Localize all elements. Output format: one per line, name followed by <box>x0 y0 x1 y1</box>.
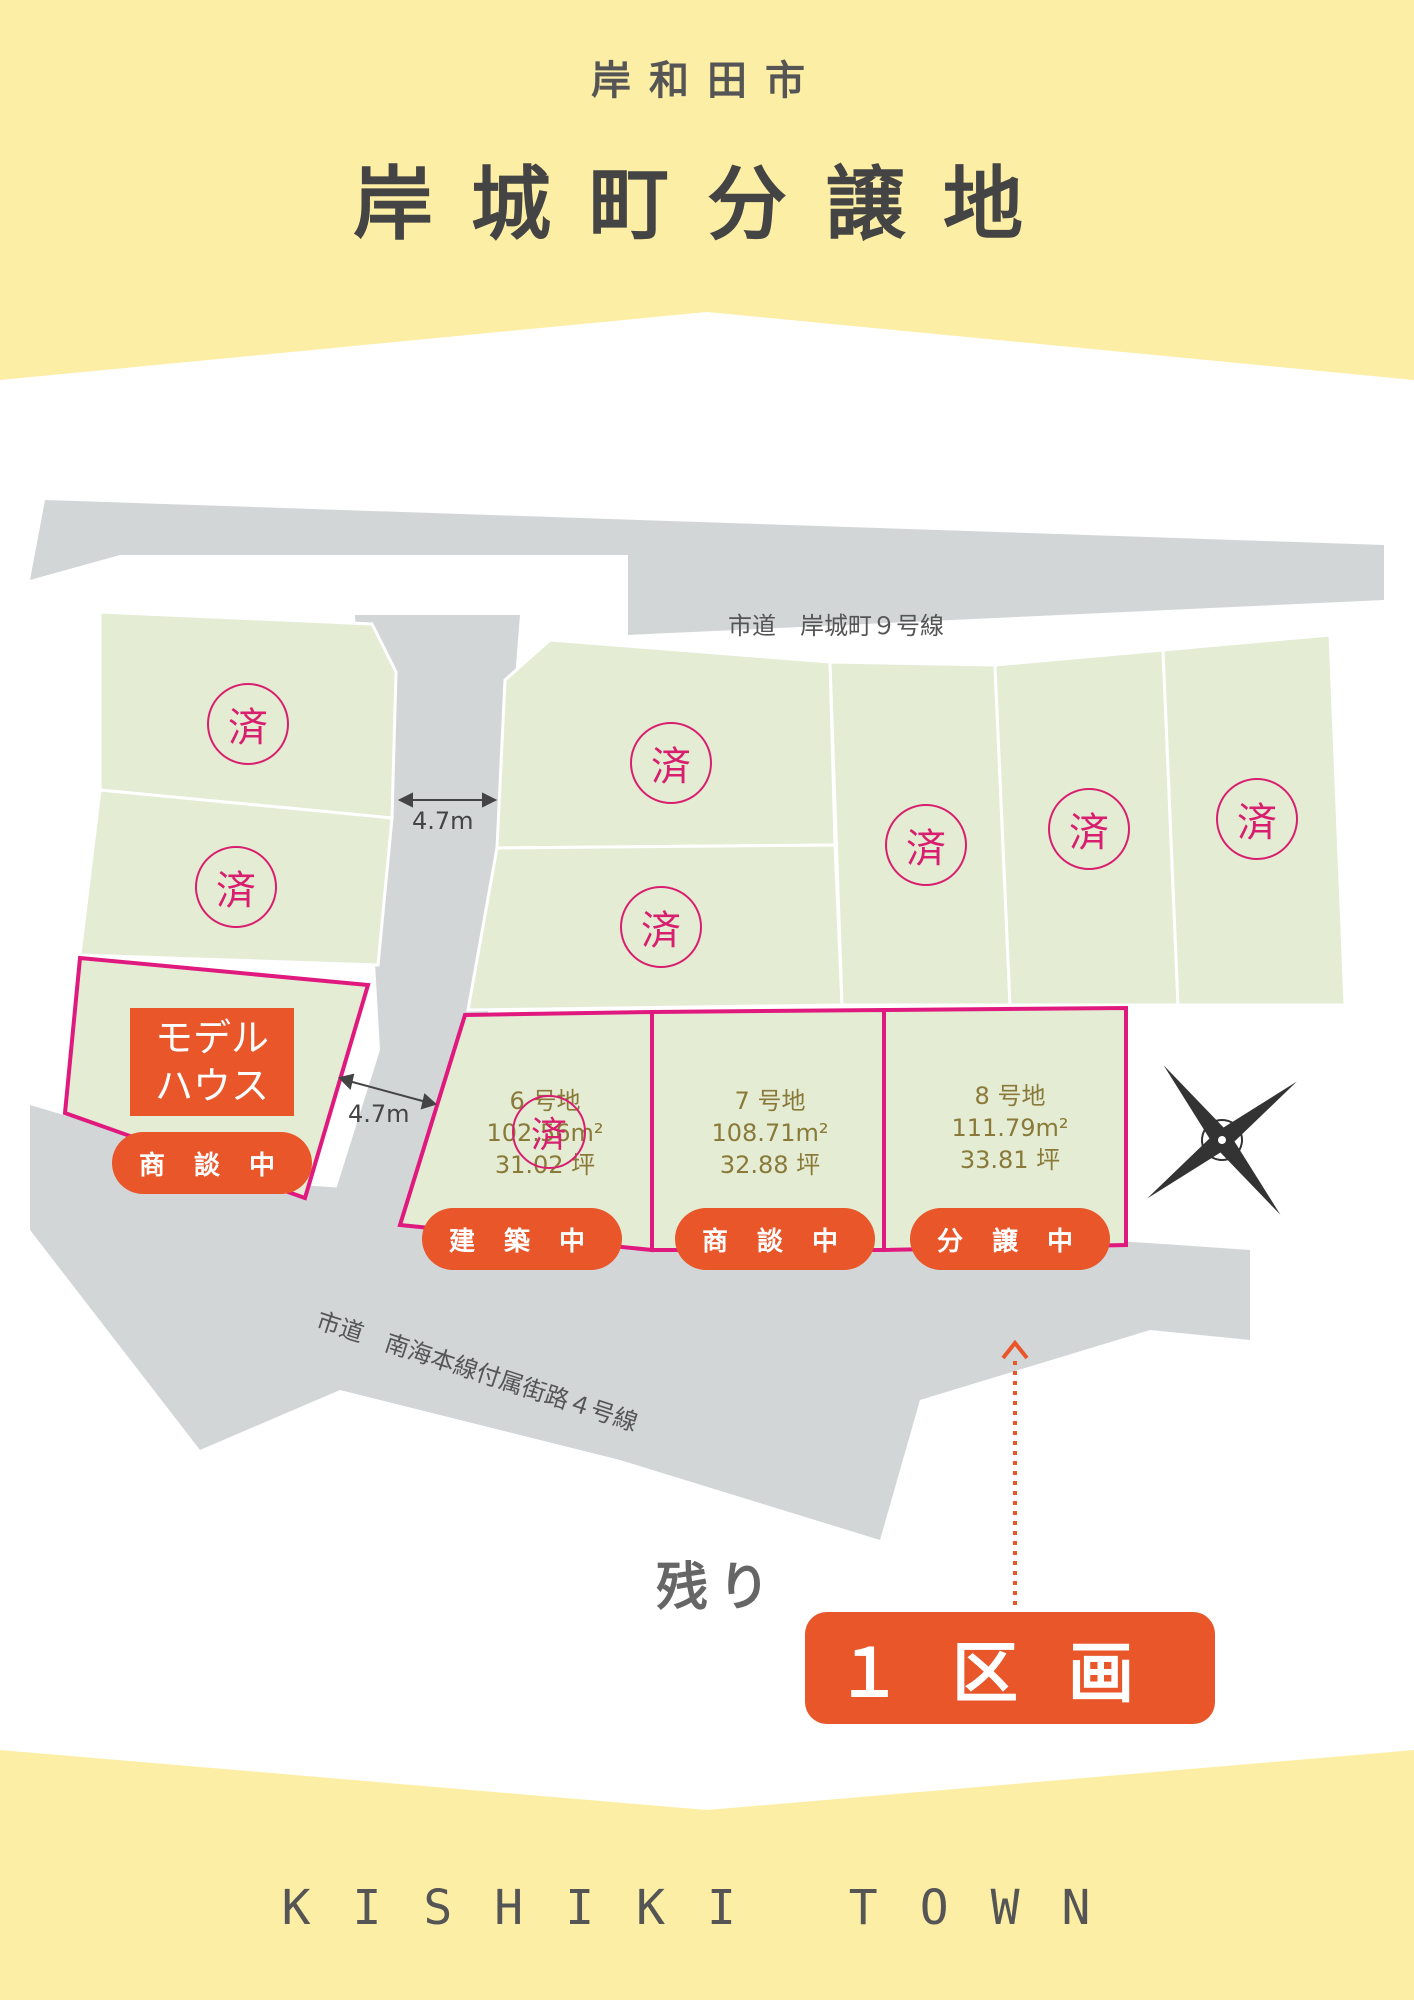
sold-mark: 済 <box>1048 788 1130 870</box>
lot-area-m2: 108.71m² <box>711 1119 829 1147</box>
sold-mark: 済 <box>1216 778 1298 860</box>
model-house-line1: モデル <box>154 1016 269 1060</box>
road-north-label: 市道 岸城町９号線 <box>728 612 944 640</box>
model-house-line2: ハウス <box>154 1064 269 1108</box>
sold-mark: 済 <box>207 683 289 765</box>
lot-7-info[interactable]: 7 号地 108.71m² 32.88 坪 <box>690 1085 850 1181</box>
sold-mark: 済 <box>630 722 712 804</box>
footer-text: KISHIKI TOWN <box>281 1880 1133 1936</box>
lot-6-status[interactable]: 建 築 中 <box>422 1208 622 1270</box>
lot-area-tsubo: 33.81 坪 <box>959 1146 1061 1174</box>
lot-area-m2: 111.79m² <box>951 1114 1069 1142</box>
road-width-label: 4.7m <box>412 807 474 835</box>
compass-icon <box>1147 1065 1297 1215</box>
city-name: 岸和田市 <box>591 58 823 104</box>
lot-8-info[interactable]: 8 号地 111.79m² 33.81 坪 <box>930 1080 1090 1176</box>
lot-7-status[interactable]: 商 談 中 <box>675 1208 875 1270</box>
model-house-badge: モデル ハウス <box>130 1008 294 1116</box>
dimension-arrows <box>338 792 498 1110</box>
sold-mark: 済 <box>620 886 702 968</box>
sold-mark: 済 <box>512 1095 586 1169</box>
lot-number: 8 号地 <box>974 1082 1046 1110</box>
remaining-label: 残り <box>656 1558 781 1618</box>
page-title: 岸城町分譲地 <box>353 158 1061 251</box>
sold-mark: 済 <box>885 804 967 886</box>
lot-8-status[interactable]: 分 譲 中 <box>910 1208 1110 1270</box>
road-width-label: 4.7m <box>348 1100 410 1128</box>
sold-mark: 済 <box>195 846 277 928</box>
pointer-arrow <box>1001 1339 1029 1605</box>
lot-number: 7 号地 <box>734 1087 806 1115</box>
model-house-status[interactable]: 商 談 中 <box>112 1132 312 1194</box>
remaining-count: １区画 <box>805 1612 1215 1724</box>
lot-area-tsubo: 32.88 坪 <box>719 1151 821 1179</box>
